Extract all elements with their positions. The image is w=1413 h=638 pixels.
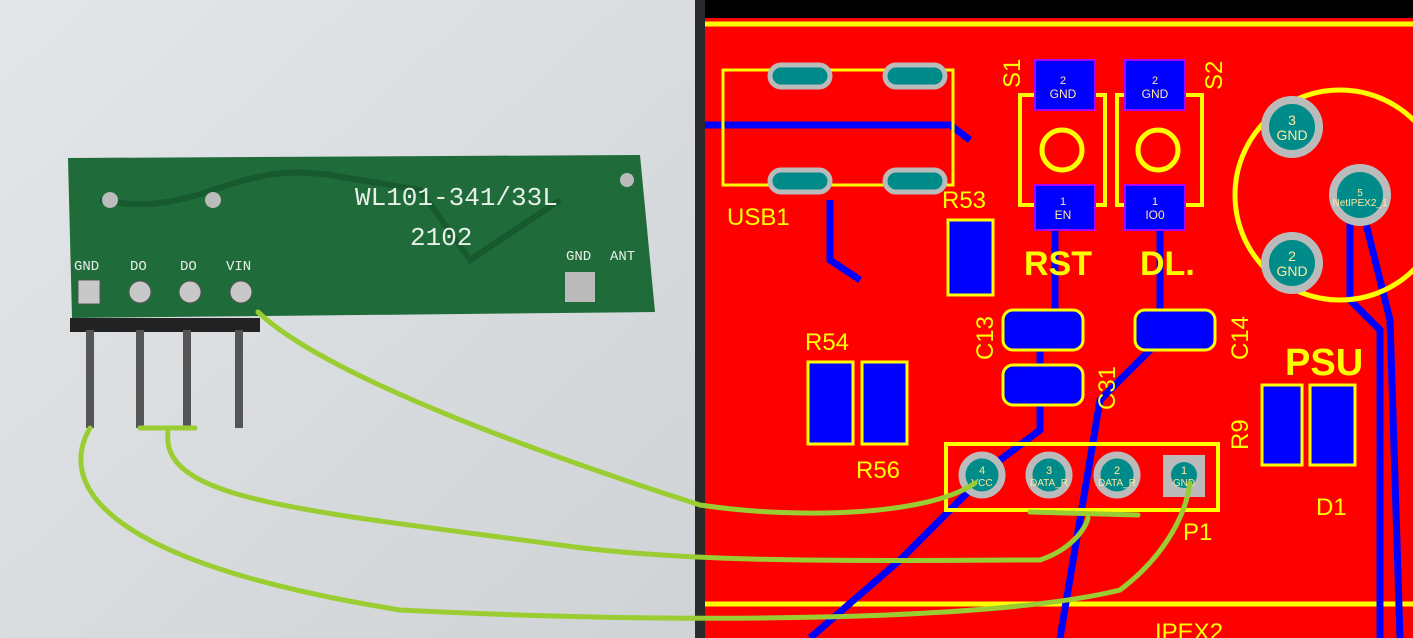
c31-label: C31 xyxy=(1094,366,1121,410)
dl-label: DL. xyxy=(1140,245,1195,283)
date-code-label: 2102 xyxy=(410,223,472,253)
d1-label: D1 xyxy=(1316,494,1347,521)
ipex-pad-net: GND xyxy=(1276,263,1307,279)
ipex-pad-num: 5 xyxy=(1357,188,1363,199)
p1-label: P1 xyxy=(1183,519,1212,546)
wire-vin-vcc xyxy=(255,309,978,516)
p1-pad1-net: GND xyxy=(1173,478,1195,489)
pin-label-do2: DO xyxy=(180,259,197,275)
s1-label: S1 xyxy=(999,59,1026,88)
pcb-layout: USB1 2 GND 2 GND 1 EN 1 IO0 S1 S2 R53 RS… xyxy=(705,0,1413,638)
s2-pad1-net: IO0 xyxy=(1145,208,1165,222)
p1-pad3-net: DATA_R xyxy=(1030,478,1068,489)
module-photo: WL101-341/33L 2102 GND DO DO VIN GND ANT xyxy=(0,0,705,638)
r56-label: R56 xyxy=(856,457,900,484)
label-ant: ANT xyxy=(610,249,635,265)
pin-label-gnd: GND xyxy=(74,259,99,275)
r54-label: R54 xyxy=(805,329,849,356)
p1-pad2-num: 2 xyxy=(1114,465,1120,477)
p1-pad3-num: 3 xyxy=(1046,465,1052,477)
ipex-pad-num: 3 xyxy=(1288,112,1296,128)
rst-label: RST xyxy=(1024,245,1092,283)
pin-label-do1: DO xyxy=(130,259,147,275)
wiring-annotations xyxy=(78,309,1193,621)
s1-pad1-num: 1 xyxy=(1060,196,1066,208)
p1-pad4-net: VCC xyxy=(971,478,992,489)
ipex-pads: 3 GND 5 NetIPEX2_1 2 GND xyxy=(1261,96,1391,294)
wire-gnd-gnd xyxy=(78,425,1193,621)
ipex-label: IPEX2 xyxy=(1155,619,1223,638)
wire-do-data xyxy=(137,425,1091,564)
s2-label: S2 xyxy=(1201,61,1228,90)
pin-label-vin: VIN xyxy=(226,259,251,275)
p1-outline xyxy=(944,442,1220,512)
p1-pad2-net: DATA_R xyxy=(1098,478,1136,489)
s2-pad-num: 2 xyxy=(1152,75,1158,87)
header-pins xyxy=(86,330,243,428)
ipex-pad-net: NetIPEX2_1 xyxy=(1332,198,1387,209)
c13-label: C13 xyxy=(972,316,999,360)
s1-pad-net: GND xyxy=(1050,87,1077,101)
c14-label: C14 xyxy=(1227,316,1254,360)
ipex-pad-num: 2 xyxy=(1288,248,1296,264)
r9-label: R9 xyxy=(1227,419,1254,450)
p1-pad4-num: 4 xyxy=(979,465,985,477)
wire-data-bridge xyxy=(1027,509,1141,518)
module-model-label: WL101-341/33L xyxy=(355,183,558,213)
usb-label: USB1 xyxy=(727,204,790,231)
s1-pad-num: 2 xyxy=(1060,75,1066,87)
label-gnd-right: GND xyxy=(566,249,591,265)
s2-pad1-num: 1 xyxy=(1152,196,1158,208)
p1-pad1-num: 1 xyxy=(1181,465,1187,477)
s2-pad-net: GND xyxy=(1142,87,1169,101)
ipex-pad-net: GND xyxy=(1276,127,1307,143)
s1-pad1-net: EN xyxy=(1055,208,1072,222)
psu-label: PSU xyxy=(1285,342,1363,384)
p1-connector: 4 VCC 3 DATA_R 2 DATA_R 1 GND xyxy=(958,451,1205,499)
r53-label: R53 xyxy=(942,187,986,214)
